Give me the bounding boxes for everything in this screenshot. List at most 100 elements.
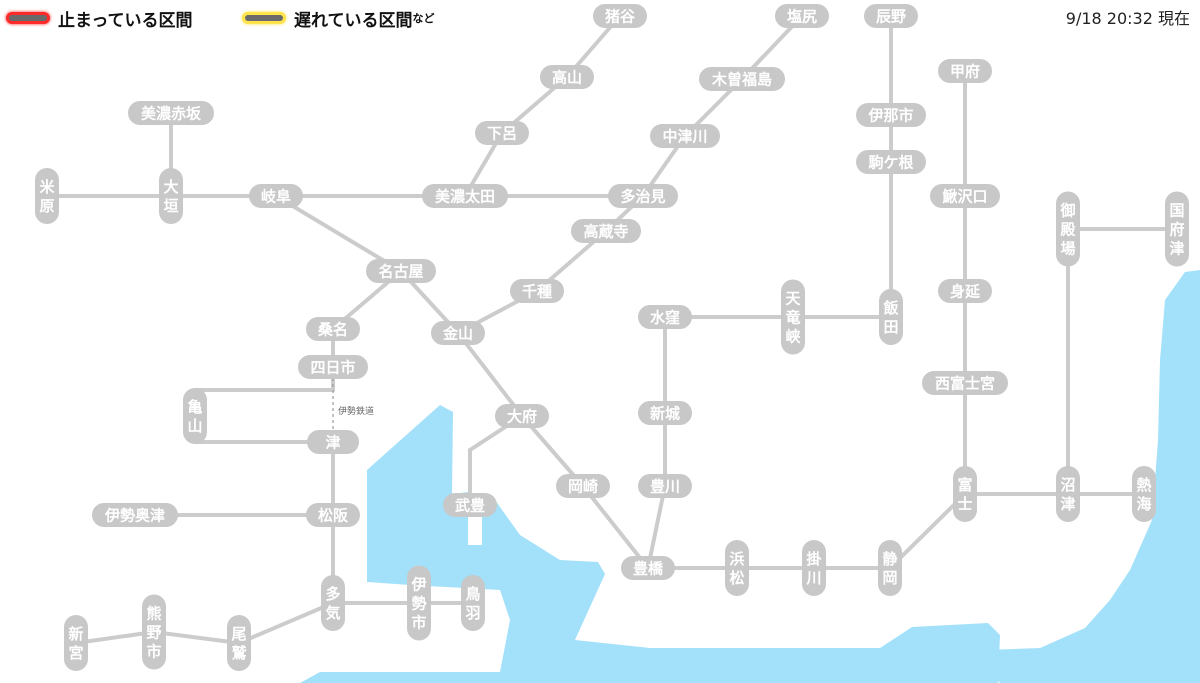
station-label: 中津川 xyxy=(662,128,707,146)
station-label: 掛川 xyxy=(805,550,821,587)
station-label: 米原 xyxy=(39,178,55,215)
station-label: 浜松 xyxy=(729,550,744,587)
rail-segment-gifu-nagoya xyxy=(274,194,403,273)
station-komagane[interactable]: 駒ケ根 xyxy=(856,150,926,174)
station-tenryukyo[interactable]: 天竜峡 xyxy=(781,279,805,355)
station-pill xyxy=(407,565,431,641)
rail-segment-kumanoshi-owase xyxy=(152,630,241,645)
station-gifu[interactable]: 岐阜 xyxy=(249,184,303,208)
station-pill xyxy=(856,103,926,127)
station-kakegawa[interactable]: 掛川 xyxy=(802,540,826,596)
station-pill xyxy=(540,65,594,89)
station-kisofukushima[interactable]: 木曽福島 xyxy=(699,67,785,91)
station-label: 熊野市 xyxy=(146,605,161,661)
station-toyokawa[interactable]: 豊川 xyxy=(638,474,692,498)
station-maibara[interactable]: 米原 xyxy=(35,168,59,224)
station-shiojiri[interactable]: 塩尻 xyxy=(775,4,829,28)
station-pill xyxy=(35,168,59,224)
station-taki[interactable]: 多気 xyxy=(321,575,345,631)
station-label: 岡崎 xyxy=(568,478,598,496)
station-pill xyxy=(953,466,977,522)
station-kajikazawaguchi[interactable]: 鰍沢口 xyxy=(930,184,1000,208)
station-iseokitsu[interactable]: 伊勢奥津 xyxy=(92,503,178,527)
station-shinshiro[interactable]: 新城 xyxy=(638,401,692,425)
station-kozu[interactable]: 国府津 xyxy=(1165,191,1189,267)
station-toyohashi[interactable]: 豊橋 xyxy=(621,556,675,580)
station-label: 大垣 xyxy=(163,178,178,215)
station-pill xyxy=(298,355,368,379)
station-label: 尾鷲 xyxy=(231,625,246,662)
station-label: 亀山 xyxy=(187,398,202,435)
station-label: 伊勢奥津 xyxy=(104,507,165,525)
station-shizuoka[interactable]: 静岡 xyxy=(878,540,902,596)
station-pill xyxy=(638,474,692,498)
station-owase[interactable]: 尾鷲 xyxy=(227,615,251,671)
station-inotani[interactable]: 猪谷 xyxy=(593,4,647,28)
legend-delayed-label: 遅れている区間 xyxy=(294,10,413,31)
station-taketoyo[interactable]: 武豊 xyxy=(443,493,497,517)
station-minobu[interactable]: 身延 xyxy=(938,279,992,303)
station-kameyama[interactable]: 亀山 xyxy=(183,388,207,444)
station-pill xyxy=(878,540,902,596)
station-gero[interactable]: 下呂 xyxy=(475,121,529,145)
station-pill xyxy=(461,575,485,631)
station-ogaki[interactable]: 大垣 xyxy=(159,168,183,224)
station-nakatsugawa[interactable]: 中津川 xyxy=(650,124,720,148)
station-inashi[interactable]: 伊那市 xyxy=(856,103,926,127)
station-pill xyxy=(556,474,610,498)
station-chikusa[interactable]: 千種 xyxy=(510,279,564,303)
station-label: 多気 xyxy=(325,585,340,622)
station-label: 新城 xyxy=(650,405,680,423)
station-pill xyxy=(938,59,992,83)
station-kozoji[interactable]: 高蔵寺 xyxy=(571,219,641,243)
station-takayama[interactable]: 高山 xyxy=(540,65,594,89)
station-label: 駒ケ根 xyxy=(868,154,913,172)
station-fuji[interactable]: 富士 xyxy=(953,466,977,522)
station-iida[interactable]: 飯田 xyxy=(879,289,903,345)
station-pill xyxy=(1132,466,1156,522)
station-toba[interactable]: 鳥羽 xyxy=(461,575,485,631)
station-iseshi[interactable]: 伊勢市 xyxy=(407,565,431,641)
station-label: 新宮 xyxy=(68,625,83,662)
rail-lines xyxy=(45,14,1179,645)
station-mizukubo[interactable]: 水窪 xyxy=(638,305,692,329)
station-atami[interactable]: 熱海 xyxy=(1132,466,1156,522)
ise-bay-water xyxy=(300,405,1000,683)
station-minoota[interactable]: 美濃太田 xyxy=(422,184,508,208)
station-hamamatsu[interactable]: 浜松 xyxy=(725,540,749,596)
rail-segment-shingu-kumanoshi xyxy=(74,630,156,645)
station-kanayama[interactable]: 金山 xyxy=(431,321,485,345)
station-label: 伊勢市 xyxy=(410,576,426,632)
station-pill xyxy=(571,219,641,243)
station-numazu[interactable]: 沼津 xyxy=(1056,466,1080,522)
station-kofu[interactable]: 甲府 xyxy=(938,59,992,83)
station-label: 水窪 xyxy=(650,309,680,327)
station-label: 下呂 xyxy=(487,125,517,143)
station-pill xyxy=(1056,191,1080,267)
station-label: 塩尻 xyxy=(787,8,817,26)
station-tsu[interactable]: 津 xyxy=(307,430,359,454)
station-minoakasaka[interactable]: 美濃赤坂 xyxy=(128,101,214,125)
station-nagoya[interactable]: 名古屋 xyxy=(366,259,436,283)
station-yokkaichi[interactable]: 四日市 xyxy=(298,355,368,379)
station-nishifujinomiya[interactable]: 西富士宮 xyxy=(922,371,1008,395)
rail-segment-toyokawa-toyohashi xyxy=(646,484,667,570)
station-label: 大府 xyxy=(507,408,537,426)
station-label: 高山 xyxy=(552,69,582,87)
station-tajimi[interactable]: 多治見 xyxy=(608,184,678,208)
station-pill xyxy=(781,279,805,355)
station-kumanoshi[interactable]: 熊野市 xyxy=(142,594,166,670)
station-obu[interactable]: 大府 xyxy=(495,404,549,428)
station-shingu[interactable]: 新宮 xyxy=(64,615,88,671)
rail-segment-okazaki-toyohashi xyxy=(581,484,650,570)
station-label: 辰野 xyxy=(876,8,906,26)
station-tatsuno[interactable]: 辰野 xyxy=(864,4,918,28)
rail-segment-shizuoka-fuji xyxy=(888,492,967,570)
station-label: 豊川 xyxy=(650,478,680,496)
station-label: 岐阜 xyxy=(261,188,291,206)
station-gotemba[interactable]: 御殿場 xyxy=(1056,191,1080,267)
station-okazaki[interactable]: 岡崎 xyxy=(556,474,610,498)
station-matsusaka[interactable]: 松阪 xyxy=(306,503,360,527)
station-kuwana[interactable]: 桑名 xyxy=(306,317,360,341)
station-label: 四日市 xyxy=(310,359,355,377)
